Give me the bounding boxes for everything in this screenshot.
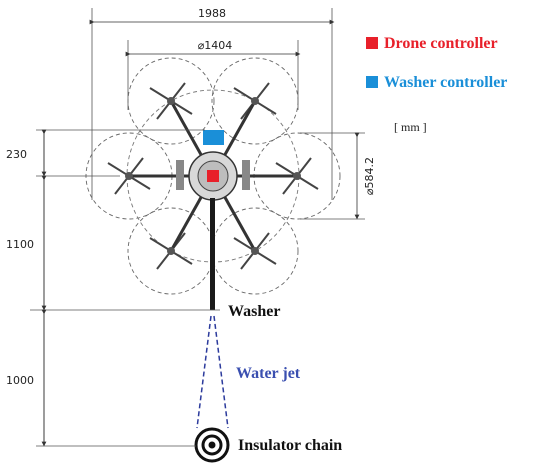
legend: Drone controller Washer controller [ mm … — [366, 35, 507, 134]
water-jet — [196, 315, 229, 429]
battery-left — [176, 160, 184, 190]
battery-right — [242, 160, 250, 190]
drone-controller-swatch — [366, 37, 378, 49]
rotor-diameter-label: ⌀584.2 — [363, 157, 376, 195]
height-to-washer-label: 1100 — [6, 238, 34, 251]
overall-width-label: 1988 — [198, 7, 226, 20]
vertical-dimensions — [36, 129, 205, 447]
frame-diameter-label: ⌀1404 — [198, 39, 233, 52]
rotor-diameter-dimension — [300, 132, 365, 220]
water-jet-label: Water jet — [236, 365, 301, 382]
washer-label: Washer — [228, 303, 280, 320]
overall-width-dimension: 1988 — [89, 7, 335, 200]
frame-diameter-dimension: ⌀1404 — [125, 39, 301, 110]
insulator-chain-label: Insulator chain — [238, 437, 342, 454]
rotor-top-left — [127, 57, 215, 145]
drone-controller-block — [207, 170, 219, 182]
jet-length-label: 1000 — [6, 374, 34, 387]
rotor-top-right — [211, 57, 299, 145]
washer-controller-label: Washer controller — [384, 74, 507, 91]
drone-controller-label: Drone controller — [384, 35, 498, 52]
washer-pipe — [210, 198, 215, 310]
units-label: [ mm ] — [394, 120, 427, 134]
washer-controller-swatch — [366, 76, 378, 88]
washer-controller-block — [203, 130, 224, 145]
insulator-chain-icon — [194, 427, 230, 463]
offset-top-label: 230 — [6, 148, 27, 161]
motor-hubs — [125, 97, 301, 255]
